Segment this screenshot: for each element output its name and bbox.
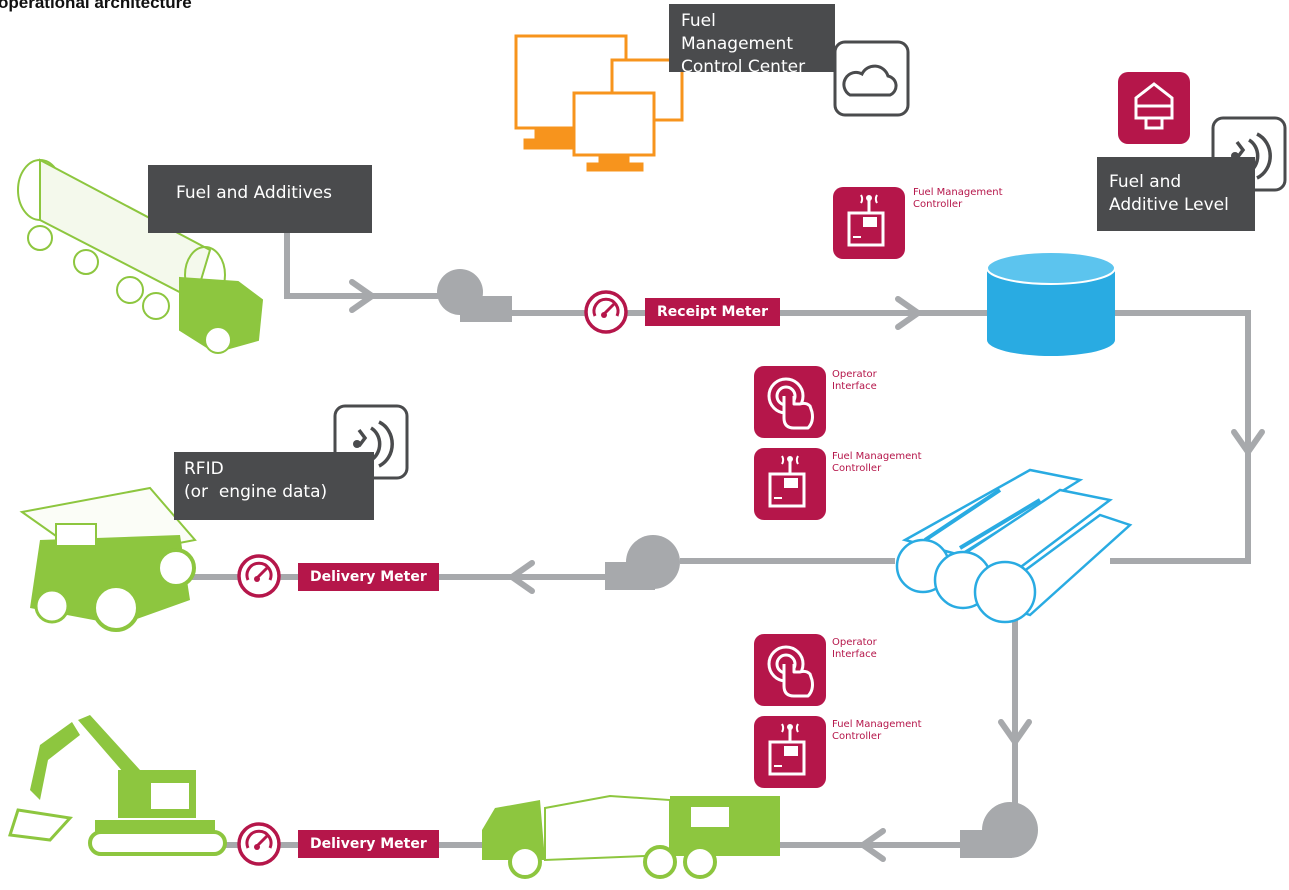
fmc-top-line-2: Controller xyxy=(913,199,963,210)
control-center-label: Fuel Management Control Center xyxy=(669,4,835,77)
op-interface-2-line-2: Interface xyxy=(832,649,877,660)
meter-gauge-icon xyxy=(237,554,281,598)
fmc-mid-line-2: Controller xyxy=(832,463,882,474)
rfid-label: RFID (or engine data) xyxy=(174,452,374,520)
rfid-line-1: RFID xyxy=(184,459,224,479)
op-interface-2-line-1: Operator xyxy=(832,637,877,648)
control-center-line-1: Fuel Management xyxy=(681,11,793,54)
controller-icon xyxy=(831,185,907,261)
tanker-truck-icon xyxy=(17,158,264,354)
monitor-icon xyxy=(514,34,684,172)
fuel-additives-text: Fuel and Additives xyxy=(176,183,332,203)
page-title: operational architecture xyxy=(0,0,192,12)
fuel-tanks-icon xyxy=(895,468,1133,624)
fmc-mid-line-1: Fuel Management xyxy=(832,451,922,462)
operator-touch-icon xyxy=(752,632,828,708)
delivery-meter-label: Delivery Meter xyxy=(298,830,439,858)
receipt-meter-label: Receipt Meter xyxy=(645,298,780,326)
control-center-line-2: Control Center xyxy=(681,57,806,77)
operator-touch-icon xyxy=(752,364,828,440)
op-interface-1-line-2: Interface xyxy=(832,381,877,392)
operator-interface-label: Operator Interface xyxy=(832,369,877,393)
delivery-meter-label: Delivery Meter xyxy=(298,563,439,591)
pump-icon xyxy=(437,269,512,322)
fuel-lube-truck-icon xyxy=(482,794,780,879)
op-interface-1-line-1: Operator xyxy=(832,369,877,380)
fuel-additives-label: Fuel and Additives xyxy=(148,165,372,233)
flow-arrows xyxy=(349,279,1265,862)
storage-tank-icon xyxy=(986,251,1116,356)
fmc-mid-label: Fuel Management Controller xyxy=(832,451,922,475)
controller-icon xyxy=(752,714,828,790)
operator-interface-label: Operator Interface xyxy=(832,637,877,661)
meter-gauge-icon xyxy=(237,822,281,866)
fmc-bottom-line-1: Fuel Management xyxy=(832,719,922,730)
fuel-additive-level-line-2: Additive Level xyxy=(1109,195,1229,215)
cloud-icon xyxy=(833,40,910,117)
haul-truck-icon xyxy=(19,486,197,632)
fmc-bottom-line-2: Controller xyxy=(832,731,882,742)
controller-icon xyxy=(752,446,828,522)
fmc-top-line-1: Fuel Management xyxy=(913,187,1003,198)
pump-icon xyxy=(605,535,680,590)
fmc-top-label: Fuel Management Controller xyxy=(913,187,1003,211)
rfid-line-2: (or engine data) xyxy=(184,482,328,502)
fuel-level-sensor-icon xyxy=(1118,72,1190,144)
meter-gauge-icon xyxy=(584,290,628,334)
pump-icon xyxy=(960,802,1038,858)
fuel-additive-level-line-1: Fuel and xyxy=(1109,172,1182,192)
fmc-bottom-label: Fuel Management Controller xyxy=(832,719,922,743)
fuel-additive-level-label: Fuel and Additive Level xyxy=(1097,157,1255,231)
excavator-icon xyxy=(8,715,227,856)
